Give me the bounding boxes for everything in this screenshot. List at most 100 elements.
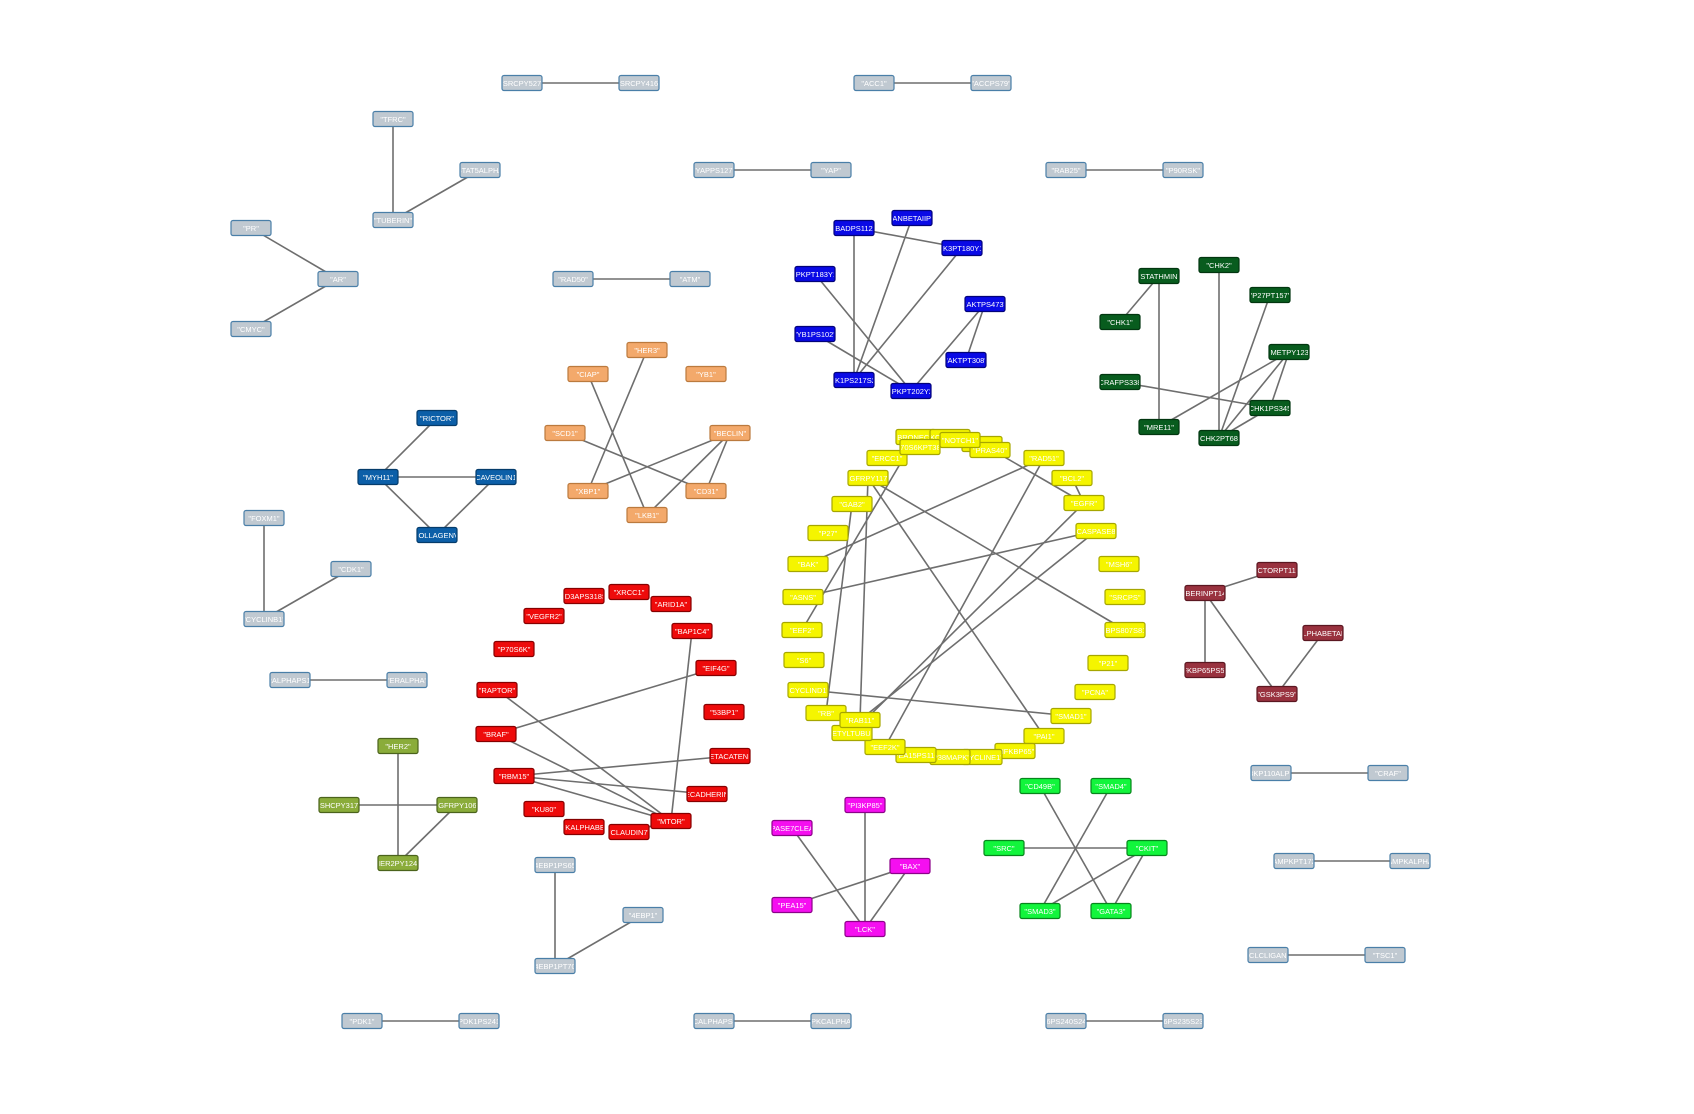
node-ampkpt172[interactable]: "AMPKPT172": [1270, 852, 1319, 870]
node-box[interactable]: [1019, 777, 1061, 795]
node-pea15[interactable]: "PEA15": [771, 896, 813, 914]
node-box[interactable]: [386, 671, 428, 689]
node-pkcalphaps657[interactable]: "PKCALPHAPS657": [680, 1012, 748, 1030]
node-box[interactable]: [416, 526, 458, 544]
node-box[interactable]: [1162, 1012, 1204, 1030]
node-box[interactable]: [1045, 161, 1087, 179]
node-y12[interactable]: "PCNA": [1074, 683, 1116, 701]
node-box[interactable]: [889, 857, 931, 875]
node-box[interactable]: [685, 482, 727, 500]
node-tfrc[interactable]: "TFRC": [372, 110, 414, 128]
node-chk2[interactable]: "CHK2": [1198, 256, 1240, 274]
node-gsk3ps9[interactable]: "GSK3PS9": [1256, 685, 1298, 703]
node-box[interactable]: [1364, 946, 1406, 964]
node-y32[interactable]: "RAB11": [839, 711, 881, 729]
node-box[interactable]: [1051, 469, 1093, 487]
node-box[interactable]: [782, 588, 824, 606]
node-cmetpy1235[interactable]: "CMETPY1235": [1262, 343, 1316, 361]
node-box[interactable]: [833, 219, 875, 237]
node-box[interactable]: [523, 607, 565, 625]
node-y10[interactable]: "RBPS807S811": [1097, 621, 1153, 639]
node-box[interactable]: [622, 906, 664, 924]
node-ar[interactable]: "AR": [317, 270, 359, 288]
node-badps112[interactable]: "BADPS112": [833, 219, 876, 237]
node-box[interactable]: [372, 110, 414, 128]
node-y09[interactable]: "SRCPS": [1104, 588, 1146, 606]
node-pi3kalpha[interactable]: "PI3KALPHABETA": [551, 818, 617, 836]
node-chk1[interactable]: "CHK1": [1099, 313, 1141, 331]
node-smad3ps[interactable]: "SMAD3APS318S321": [546, 587, 623, 605]
node-box[interactable]: [269, 671, 311, 689]
node-box[interactable]: [475, 725, 517, 743]
node-gata3[interactable]: "GATA3": [1090, 902, 1132, 920]
node-bap1c4[interactable]: "BAP1C4": [671, 622, 713, 640]
node-lck[interactable]: "LCK": [844, 920, 886, 938]
node-atm[interactable]: "ATM": [669, 270, 711, 288]
node-box[interactable]: [810, 1012, 852, 1030]
node-pdk1[interactable]: "PDK1": [341, 1012, 383, 1030]
node-y27[interactable]: "P27": [807, 524, 849, 542]
node-beclin[interactable]: "BECLIN": [709, 424, 751, 442]
node-box[interactable]: [1045, 1012, 1087, 1030]
node-box[interactable]: [807, 524, 849, 542]
node-box[interactable]: [608, 583, 650, 601]
node-box[interactable]: [534, 957, 576, 975]
node-betacatenin[interactable]: "BETACATENIN": [702, 747, 759, 765]
node-y17[interactable]: "P38MAPK": [929, 748, 971, 766]
node-box[interactable]: [833, 371, 875, 389]
node-box[interactable]: [1250, 764, 1292, 782]
node-caspase7[interactable]: "CASPASE7CLEAVED": [753, 819, 832, 837]
node-box[interactable]: [1198, 256, 1240, 274]
node-box[interactable]: [436, 796, 478, 814]
node-pdk1ps241[interactable]: "PDK1PS241": [455, 1012, 503, 1030]
node-arid1a[interactable]: "ARID1A": [650, 595, 692, 613]
node-stathmin[interactable]: "STATHMIN": [1138, 267, 1181, 285]
node-tuberinpt[interactable]: "TUBERINPT1462": [1173, 584, 1238, 602]
node-yap[interactable]: "YAP": [810, 161, 852, 179]
node-y34[interactable]: "NOTCH1": [939, 431, 981, 449]
node-box[interactable]: [1184, 661, 1226, 679]
node-aktps473[interactable]: "AKTPS473": [964, 295, 1007, 313]
node-box[interactable]: [544, 424, 586, 442]
node-rictorpt[interactable]: "RICTORPT1135": [1247, 561, 1307, 579]
node-box[interactable]: [523, 800, 565, 818]
node-y11[interactable]: "P21": [1087, 654, 1129, 672]
node-eralphaps118[interactable]: "ERALPHAPS118": [259, 671, 322, 689]
node-collagenvi[interactable]: "COLLAGENVI": [410, 526, 464, 544]
node-cd49b[interactable]: "CD49B": [1019, 777, 1061, 795]
node-y04[interactable]: "RAD51": [1023, 449, 1065, 467]
node-pi3kp85[interactable]: "PI3KP85": [844, 796, 886, 814]
node-box[interactable]: [1162, 161, 1204, 179]
node-y28[interactable]: "GAB2": [831, 495, 873, 513]
node-rbm15[interactable]: "RBM15": [493, 767, 535, 785]
node-y08[interactable]: "MSH6": [1098, 555, 1140, 573]
node-stat5alpha[interactable]: "STAT5ALPHA": [454, 161, 506, 179]
node-box[interactable]: [650, 812, 692, 830]
node-box[interactable]: [567, 482, 609, 500]
node-box[interactable]: [1099, 373, 1141, 391]
node-box[interactable]: [669, 270, 711, 288]
node-shcpy317[interactable]: "SHCPY317": [317, 796, 361, 814]
node-box[interactable]: [839, 711, 881, 729]
node-s6ps240[interactable]: "S6PS240S244": [1039, 1012, 1094, 1030]
node-lkb1[interactable]: "LKB1": [626, 506, 668, 524]
node-cd31[interactable]: "CD31": [685, 482, 727, 500]
node-mre11[interactable]: "MRE11": [1138, 418, 1180, 436]
node-claudin7[interactable]: "CLAUDIN7": [608, 823, 651, 841]
node-box[interactable]: [847, 469, 889, 487]
node-box[interactable]: [685, 365, 727, 383]
node-box[interactable]: [534, 856, 576, 874]
node-box[interactable]: [939, 431, 981, 449]
node-box[interactable]: [567, 365, 609, 383]
node-box[interactable]: [890, 382, 932, 400]
node-box[interactable]: [243, 610, 285, 628]
node-box[interactable]: [941, 239, 983, 257]
node-tuberin[interactable]: "TUBERIN": [372, 211, 414, 229]
node-box[interactable]: [1256, 561, 1298, 579]
node-her2py1248[interactable]: "HER2PY1248": [372, 854, 424, 872]
node-pi3kp110[interactable]: "PI3KP110ALPHA": [1239, 764, 1302, 782]
node-scd1[interactable]: "SCD1": [544, 424, 586, 442]
node-box[interactable]: [1063, 494, 1105, 512]
node-box[interactable]: [372, 211, 414, 229]
node-chk1ps345[interactable]: "CHK1PS345": [1246, 399, 1294, 417]
